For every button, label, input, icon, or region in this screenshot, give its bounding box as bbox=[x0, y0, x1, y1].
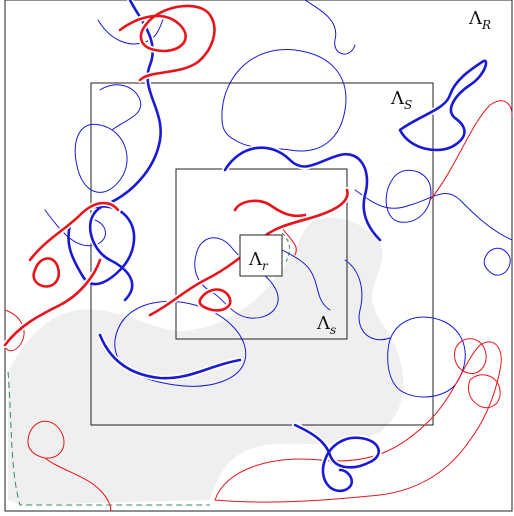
thin-blue-strand-left bbox=[99, 84, 142, 131]
thick-blue-strand-upper bbox=[88, 0, 162, 302]
thick-blue-figure-eight bbox=[398, 59, 488, 152]
thick-red-loop-top bbox=[118, 4, 216, 82]
thin-blue-loop-right bbox=[385, 170, 432, 223]
thick-red-strand-left-lower bbox=[3, 258, 102, 347]
box-lambda-s bbox=[175, 168, 348, 340]
label-lambda-R: ΛR bbox=[468, 8, 491, 32]
label-lambda-r-main: Λ bbox=[248, 249, 263, 270]
thin-blue-strand-right-mid bbox=[344, 259, 391, 341]
thin-red-loop-far-right bbox=[467, 374, 501, 409]
thin-blue-strand-left-2 bbox=[44, 209, 106, 247]
thick-blue-strand-lower bbox=[98, 333, 242, 380]
thin-blue-strand-top bbox=[304, 0, 356, 55]
thin-red-loops bbox=[4, 100, 513, 512]
thick-red-loop-small bbox=[198, 288, 232, 312]
label-lambda-R-main: Λ bbox=[468, 8, 483, 29]
dashed-boundary-small bbox=[281, 232, 290, 263]
thin-red-strand-bottom-left bbox=[44, 457, 112, 512]
thin-blue-loop-left bbox=[74, 123, 128, 193]
thick-blue-loops bbox=[67, 0, 488, 493]
label-lambda-s-sub: s bbox=[330, 323, 336, 337]
thin-red-loop-left-bottom bbox=[27, 420, 65, 459]
label-lambda-S-main: Λ bbox=[390, 88, 405, 109]
thick-red-loop-left bbox=[32, 257, 61, 288]
thick-red-strand-left bbox=[28, 201, 120, 262]
label-lambda-r-sub: r bbox=[262, 259, 269, 273]
thin-red-strand-right bbox=[429, 100, 513, 201]
thin-blue-loop-far-right bbox=[483, 247, 511, 276]
thick-red-loop-inner bbox=[233, 199, 307, 218]
thick-blue-strand-center bbox=[223, 146, 382, 242]
box-lambda-r bbox=[239, 234, 283, 277]
label-lambda-S-sub: S bbox=[404, 98, 412, 112]
label-lambda-s: Λs bbox=[316, 313, 336, 337]
label-lambda-S: ΛS bbox=[390, 88, 412, 112]
thick-blue-loop-left bbox=[67, 205, 136, 286]
thin-red-loop-right-mid bbox=[454, 338, 487, 374]
box-lambda-R bbox=[4, 0, 513, 512]
label-lambda-r: Λr bbox=[248, 249, 269, 273]
thin-blue-loop-top-center bbox=[221, 49, 347, 152]
thin-red-strand-left bbox=[4, 309, 25, 352]
shaded-region bbox=[8, 217, 404, 506]
label-lambda-R-sub: R bbox=[481, 18, 491, 32]
thick-blue-loop-bottom bbox=[293, 423, 380, 493]
thin-blue-strand-right bbox=[354, 189, 513, 241]
label-lambda-s-main: Λ bbox=[316, 313, 331, 334]
box-lambda-S bbox=[90, 82, 434, 426]
thin-red-loop-bottom-right bbox=[214, 341, 502, 503]
